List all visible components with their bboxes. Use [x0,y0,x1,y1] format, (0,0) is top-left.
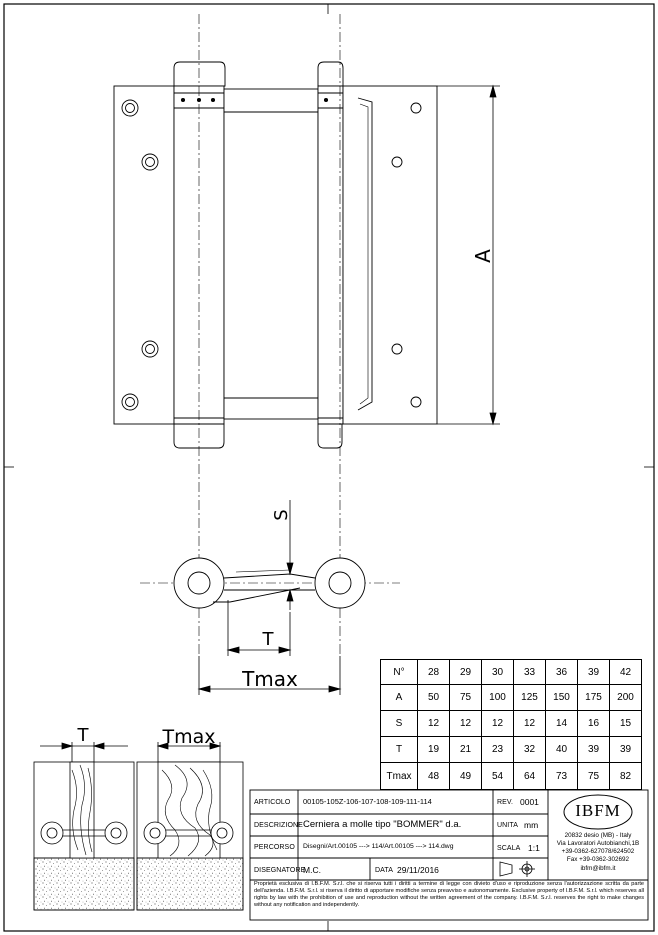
table-cell: 39 [577,659,610,685]
sheet-frame [3,3,655,932]
right-barrel-bottom-cap [317,423,343,449]
table-cell: 200 [609,684,642,711]
table-cell: 150 [545,684,578,711]
dimension-label-A: A [471,249,495,263]
table-cell: 16 [577,710,610,737]
scala-label: SCALA [497,845,521,852]
table-cell: 15 [609,710,642,737]
company-logo-text: IBFM [575,801,621,820]
unita-label: UNITA [497,822,518,829]
percorso-value: Disegni/Art.00105 ---> 114/Art.00105 ---… [303,843,454,850]
table-cell: 49 [449,762,482,790]
table-cell: 48 [417,762,450,790]
table-cell: 125 [513,684,546,711]
table-cell: 75 [577,762,610,790]
table-cell: 100 [481,684,514,711]
table-row: Tmax 48 49 54 64 73 75 82 [380,762,642,790]
table-cell: 36 [545,659,578,685]
dimension-T [226,600,292,656]
descrizione-label: DESCRIZIONE [254,822,303,829]
table-row: A 50 75 100 125 150 175 200 [380,684,642,711]
data-value: 29/11/2016 [397,865,439,875]
table-cell: 40 [545,736,578,763]
table-cell: 19 [417,736,450,763]
rev-value: 0001 [520,797,539,807]
table-cell: 175 [577,684,610,711]
table-cell: 28 [417,659,450,685]
table-cell: 54 [481,762,514,790]
spring-band [223,88,319,420]
left-barrel-top-cap [173,61,226,87]
right-barrel [317,85,344,425]
disegnatore-label: DISEGNATORE [254,867,306,874]
company-address-1: 20832 desio (MB) - Italy [564,832,632,839]
table-cell: 42 [609,659,642,685]
right-leaf-bend [357,97,373,411]
dimension-label-S: S [271,509,292,520]
dimension-table: N° 28 29 30 33 36 39 42 A 50 75 100 125 … [380,659,642,790]
company-logo-oval [563,794,633,830]
dimension-A [437,84,500,426]
table-header-cell: T [380,736,418,763]
dimension-label-Tmax: Tmax [241,667,298,691]
data-label: DATA [375,867,394,874]
screw-holes [121,99,422,411]
dimension-label-T: T [262,629,275,650]
table-cell: 33 [513,659,546,685]
projection-symbol-icon [499,861,535,877]
percorso-label: PERCORSO [254,844,295,851]
company-fax: Fax +39-0362-302692 [566,856,630,863]
company-address-2: Via Lavoratori Autobianchi,1B [556,840,640,847]
table-cell: 39 [577,736,610,763]
detail-label-T: T [77,725,90,746]
dimension-Tmax [197,656,342,695]
table-cell: 12 [513,710,546,737]
table-cell: 30 [481,659,514,685]
table-cell: 29 [449,659,482,685]
table-cell: 21 [449,736,482,763]
table-cell: 12 [449,710,482,737]
table-cell: 82 [609,762,642,790]
company-email: ibfm@ibfm.it [580,865,616,872]
table-cell: 64 [513,762,546,790]
right-barrel-top-cap [317,61,344,87]
rev-label: REV. [497,799,514,806]
company-phone: +39-0362-627078/624502 [561,848,635,855]
table-cell: 14 [545,710,578,737]
hinge-front-view [113,61,438,449]
table-header-cell: S [380,710,418,737]
table-cell: 75 [449,684,482,711]
table-cell: 73 [545,762,578,790]
table-row: S 12 12 12 12 14 16 15 [380,710,642,737]
table-cell: 32 [513,736,546,763]
table-cell: 12 [481,710,514,737]
right-leaf [342,85,438,425]
table-header-cell: N° [380,659,418,685]
table-header-cell: A [380,684,418,711]
scala-value: 1:1 [528,843,540,853]
descrizione-value: Cerniera a molle tipo "BOMMER" d.a. [303,819,462,830]
left-leaf [113,85,175,425]
disegnatore-value: M.C. [303,865,321,875]
articolo-label: ARTICOLO [254,799,291,806]
table-cell: 39 [609,736,642,763]
table-cell: 12 [417,710,450,737]
install-detail-Tmax [136,742,244,911]
unita-value: mm [524,820,539,830]
hinge-top-view [173,557,366,609]
title-block-frame [249,789,649,921]
detail-label-Tmax: Tmax [161,726,215,748]
table-cell: 23 [481,736,514,763]
table-row: T 19 21 23 32 40 39 39 [380,736,642,763]
articolo-value: 00105-105Z-106-107-108-109-111-114 [303,797,432,806]
install-detail-T [33,742,135,911]
table-cell: 50 [417,684,450,711]
dimension-S [286,500,294,610]
table-header-cell: Tmax [380,762,418,790]
table-row: N° 28 29 30 33 36 39 42 [380,659,642,685]
legal-notice: Proprietà esclusiva di I.B.F.M. S.r.l. c… [254,881,644,908]
